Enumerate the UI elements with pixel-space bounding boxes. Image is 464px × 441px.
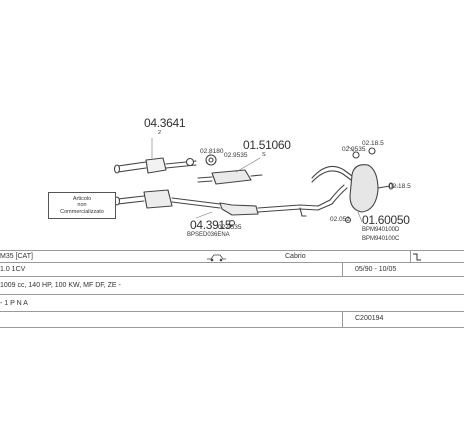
note-line-2: non [77, 202, 87, 209]
catalyst-pipe-lower [113, 189, 221, 209]
exhaust-pipe-icon [413, 253, 421, 261]
part-code-043915: 04.3915 [190, 218, 232, 232]
table-top-border [0, 250, 464, 251]
part-code-028180: 02.8180 [200, 148, 224, 155]
table-row-divider-1 [0, 262, 464, 263]
part-code-029535-c: 02.9535 [218, 224, 242, 231]
part-code-02185-a: 02.18.5 [362, 140, 384, 147]
flange-gasket [205, 154, 217, 166]
reference-code: C200194 [355, 315, 384, 322]
note-line-1: Articolo [72, 195, 92, 202]
centre-pipe [219, 199, 333, 216]
engine-label: 1.0 1CV [0, 266, 26, 273]
hanger-rubber-1 [185, 157, 195, 167]
part-qty-015106: S [262, 152, 266, 158]
exhaust-diagram [113, 137, 399, 227]
not-available-note: Articolo non Commercializzato [48, 192, 116, 219]
table-row-divider-3 [0, 294, 464, 295]
rear-silencer [349, 164, 394, 213]
clamp-1 [228, 219, 236, 227]
ref-column-divider [342, 311, 343, 327]
middle-silencer-upper [197, 169, 263, 185]
table-bottom-border [0, 327, 464, 328]
rear-pipe [311, 165, 353, 205]
body-type: Cabrio [285, 253, 306, 260]
clamp-2 [344, 216, 352, 224]
front-pipe-upper [113, 157, 197, 174]
hanger-bracket [299, 207, 307, 217]
part-code-02052: 02.052 [330, 216, 350, 223]
model-label: M35 [CAT] [0, 253, 33, 260]
part-sub-043915: BPSED036ENA [187, 232, 230, 238]
part-sub1-016005: BPM940100D [362, 227, 400, 233]
part-code-029535-a: 02.9535 [224, 152, 248, 159]
car-side-icon [207, 254, 226, 262]
extra-info: - 1 P N A [0, 300, 28, 307]
part-code-016005: 01.60050 [362, 213, 410, 227]
engine-spec: 1009 cc, 140 HP, 100 KW, MF DF, ZE - [0, 282, 121, 289]
icon-column-divider [410, 250, 411, 262]
hanger-rubber-2 [352, 151, 360, 159]
part-code-02185-b: 02.18.5 [389, 183, 411, 190]
date-column-divider [342, 262, 343, 276]
part-sub2-016005: BPM940100C [362, 236, 400, 242]
table-row-divider-4 [0, 311, 464, 312]
part-code-029535-b: 02.9535 [342, 146, 366, 153]
table-row-divider-2 [0, 276, 464, 277]
hanger-rubber-3 [368, 147, 376, 155]
production-dates: 05/90 - 10/05 [355, 266, 397, 273]
part-qty-043641: 2 [158, 130, 162, 136]
note-line-3: Commercializzato [60, 208, 104, 215]
part-code-015106: 01.51060 [243, 138, 291, 152]
part-code-043641: 04.3641 [144, 116, 186, 130]
